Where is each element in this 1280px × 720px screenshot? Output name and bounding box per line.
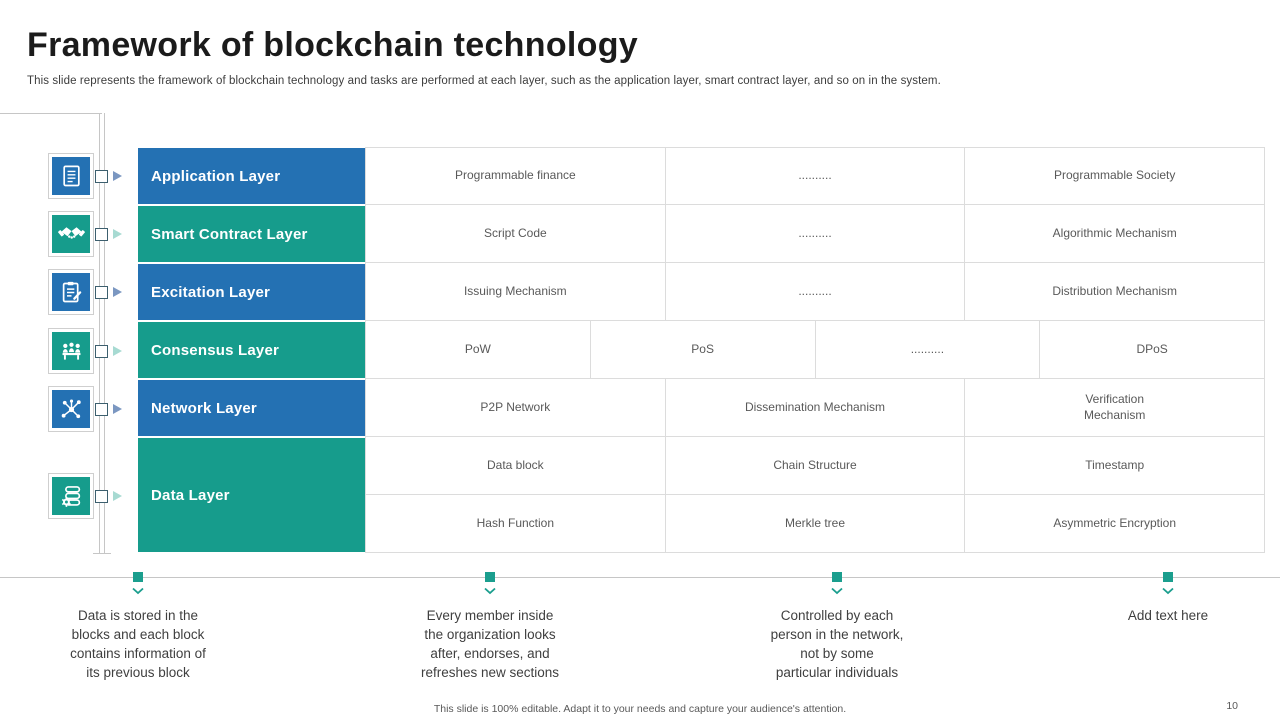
layer-label-text: Network Layer: [151, 399, 257, 417]
table-cell: Data block: [365, 437, 666, 495]
rail-top-line: [0, 113, 102, 114]
chevron-down-icon: [484, 587, 497, 595]
rail-vertical-line: [99, 113, 100, 554]
callout-marker-square: [832, 572, 842, 582]
table-row-excitation: Issuing Mechanism .......... Distributio…: [365, 263, 1266, 321]
page-subtitle: This slide represents the framework of b…: [27, 75, 941, 87]
table-cell: Dissemination Mechanism: [665, 379, 966, 437]
table-cell: Issuing Mechanism: [365, 263, 666, 321]
chevron-down-icon: [132, 587, 145, 595]
layer-label-text: Data Layer: [151, 486, 230, 504]
network-icon: [52, 390, 90, 428]
callout-text: Add text here: [1127, 608, 1209, 623]
document-icon: [52, 157, 90, 195]
connector-square: [95, 228, 108, 241]
arrow-right-icon: [113, 404, 122, 414]
callout-marker-square: [133, 572, 143, 582]
callout-marker-square: [485, 572, 495, 582]
layer-label-network: Network Layer: [138, 380, 365, 436]
page-number: 10: [1226, 700, 1238, 712]
layer-label-text: Smart Contract Layer: [151, 225, 308, 243]
chevron-down-icon: [1162, 587, 1175, 595]
table-row-application: Programmable finance .......... Programm…: [365, 147, 1266, 205]
layer-label-excitation: Excitation Layer: [138, 264, 365, 320]
table-cell: Verification Mechanism: [965, 379, 1266, 437]
table-cell: DPoS: [1040, 321, 1265, 379]
layer-label-application: Application Layer: [138, 148, 365, 204]
table-cell: ..........: [815, 321, 1041, 379]
chevron-down-icon: [831, 587, 844, 595]
connector-square: [95, 490, 108, 503]
arrow-right-icon: [113, 346, 122, 356]
layer-label-consensus: Consensus Layer: [138, 322, 365, 378]
arrow-right-icon: [113, 287, 122, 297]
table-row-data-2: Hash Function Merkle tree Asymmetric Enc…: [365, 495, 1266, 553]
table-cell: ..........: [665, 263, 966, 321]
data-layer-icon-frame: [48, 473, 94, 519]
network-layer-icon-frame: [48, 386, 94, 432]
footer-note: This slide is 100% editable. Adapt it to…: [433, 703, 847, 715]
database-icon: [52, 477, 90, 515]
connector-square: [95, 170, 108, 183]
table-cell: Asymmetric Encryption: [965, 495, 1266, 553]
layer-label-text: Application Layer: [151, 167, 281, 185]
table-cell: ..........: [665, 147, 966, 205]
page-title: Framework of blockchain technology: [27, 26, 638, 64]
callout-marker-square: [1163, 572, 1173, 582]
handshake-icon: [52, 215, 90, 253]
layer-label-smart-contract: Smart Contract Layer: [138, 206, 365, 262]
table-cell: Programmable finance: [365, 147, 666, 205]
connector-square: [95, 345, 108, 358]
arrow-right-icon: [113, 229, 122, 239]
rail-bottom-tick: [93, 553, 111, 554]
meeting-icon: [52, 332, 90, 370]
arrow-right-icon: [113, 171, 122, 181]
layer-label-data: Data Layer: [138, 438, 365, 552]
layer-label-text: Consensus Layer: [151, 341, 280, 359]
connector-square: [95, 403, 108, 416]
smart-contract-layer-icon-frame: [48, 211, 94, 257]
clipboard-icon: [52, 273, 90, 311]
table-row-consensus: PoW PoS .......... DPoS: [365, 321, 1265, 379]
table-cell: ..........: [665, 205, 966, 263]
callout-text: Every member inside the organization loo…: [420, 608, 560, 681]
consensus-layer-icon-frame: [48, 328, 94, 374]
table-cell: Script Code: [365, 205, 666, 263]
table-cell: Chain Structure: [665, 437, 966, 495]
excitation-layer-icon-frame: [48, 269, 94, 315]
table-cell: Timestamp: [965, 437, 1266, 495]
table-row-smart-contract: Script Code .......... Algorithmic Mecha…: [365, 205, 1266, 263]
table-row-network: P2P Network Dissemination Mechanism Veri…: [365, 379, 1266, 437]
table-cell: Distribution Mechanism: [965, 263, 1266, 321]
table-cell: Hash Function: [365, 495, 666, 553]
table-cell: PoS: [590, 321, 816, 379]
table-cell: P2P Network: [365, 379, 666, 437]
callout-text: Data is stored in the blocks and each bl…: [70, 608, 206, 681]
table-cell: PoW: [365, 321, 591, 379]
rail-vertical-line: [104, 113, 105, 554]
callout-baseline: [0, 577, 1280, 578]
layer-label-text: Excitation Layer: [151, 283, 271, 301]
callout-text: Controlled by each person in the network…: [770, 608, 904, 681]
table-cell: Algorithmic Mechanism: [965, 205, 1266, 263]
table-cell: Programmable Society: [965, 147, 1266, 205]
connector-square: [95, 286, 108, 299]
arrow-right-icon: [113, 491, 122, 501]
table-cell: Merkle tree: [665, 495, 966, 553]
table-row-data-1: Data block Chain Structure Timestamp: [365, 437, 1266, 495]
application-layer-icon-frame: [48, 153, 94, 199]
